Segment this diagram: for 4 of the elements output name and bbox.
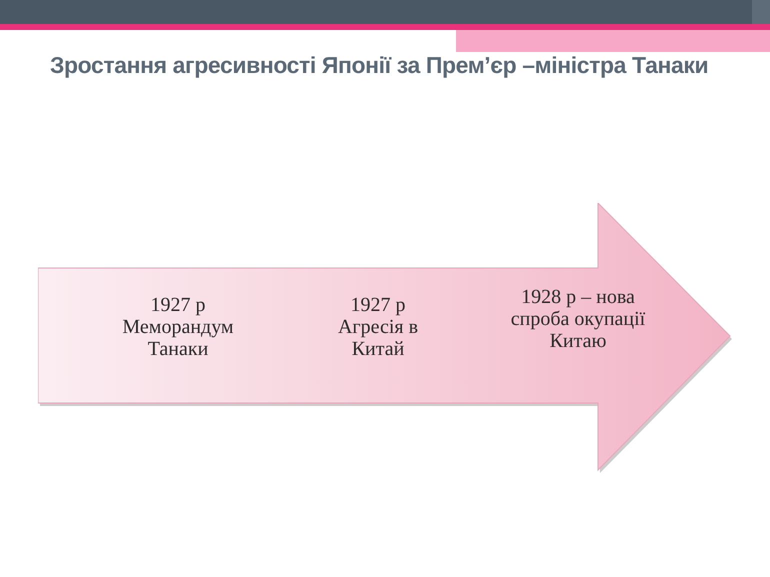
timeline-event-text: 1928 р – нова спроба окупації Китаю bbox=[510, 286, 646, 352]
timeline-event-text: 1927 р Меморандум Танаки bbox=[121, 294, 235, 360]
slide-title: Зростання агресивності Японії за Прем’єр –міністра Танаки bbox=[50, 51, 710, 80]
timeline-event-text: 1927 р Агресія в Китай bbox=[336, 294, 420, 360]
